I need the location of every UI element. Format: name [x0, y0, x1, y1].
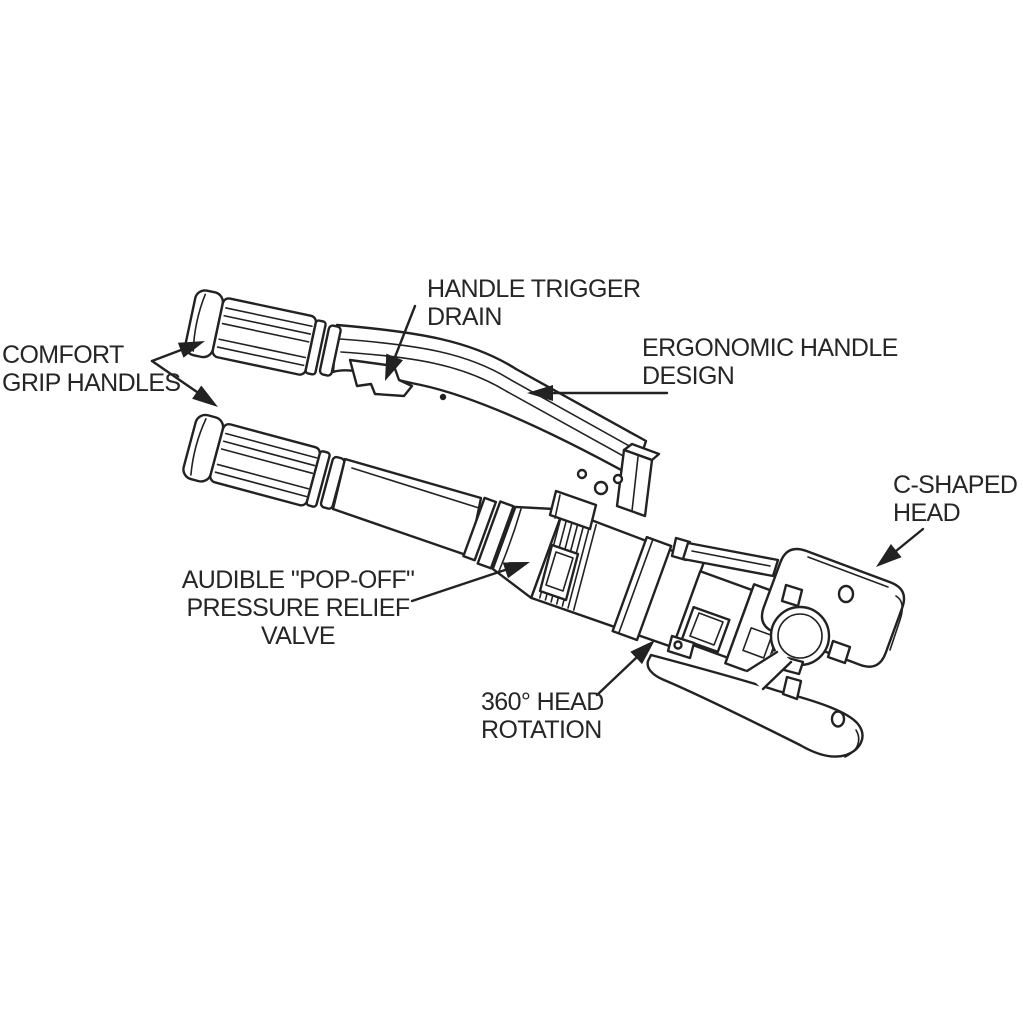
die-tab — [780, 583, 804, 608]
lower-comfort-grip — [182, 413, 346, 510]
arrow-pop-off-valve — [410, 562, 530, 603]
pivot-pin — [593, 480, 609, 496]
label-line: DRAIN — [427, 303, 502, 331]
callout-arrows — [150, 304, 925, 697]
label-line: ERGONOMIC HANDLE — [642, 334, 898, 362]
ergonomic-handle-bar — [331, 323, 648, 479]
label-line: PRESSURE RELIEF — [186, 594, 410, 622]
handle-trigger-drain-tab — [348, 358, 447, 401]
label-comfort-grip-handles: COMFORT GRIP HANDLES — [2, 341, 181, 397]
arrow-head-rotation — [595, 640, 655, 697]
jaw-gap — [745, 650, 792, 690]
die-tab — [826, 639, 852, 665]
label-line: HEAD — [893, 499, 961, 527]
pump-pivot-block — [548, 442, 661, 531]
head-link-strap — [670, 536, 780, 578]
die-tab — [781, 675, 803, 701]
label-line: HANDLE TRIGGER — [427, 275, 641, 303]
label-line: COMFORT — [2, 341, 124, 369]
label-c-shaped-head: C-SHAPED HEAD — [893, 471, 1018, 527]
label-line: GRIP HANDLES — [2, 369, 181, 397]
upper-comfort-grip — [184, 289, 342, 377]
lower-jaw — [646, 653, 864, 758]
pump-tube — [331, 457, 483, 558]
label-line: DESIGN — [642, 362, 735, 390]
label-line: ROTATION — [481, 716, 602, 744]
arrow-c-shaped-head — [876, 527, 925, 567]
hydraulic-cylinder-body — [331, 457, 793, 679]
pressure-relief-valve — [538, 543, 580, 602]
bolt-hole — [837, 584, 855, 604]
arrow-handle-trigger-drain — [385, 304, 417, 381]
label-line: 360° HEAD — [481, 688, 604, 716]
rivet-dot — [439, 393, 447, 401]
c-shaped-head — [646, 547, 906, 758]
pivot-pin — [612, 473, 624, 485]
label-audible-pop-off-valve: AUDIBLE "POP-OFF" PRESSURE RELIEF VALVE — [148, 566, 448, 650]
label-handle-trigger-drain: HANDLE TRIGGER DRAIN — [427, 275, 641, 331]
label-ergonomic-handle-design: ERGONOMIC HANDLE DESIGN — [642, 334, 898, 390]
arrow-comfort-grip-upper — [150, 341, 205, 363]
arrow-ergonomic-handle — [527, 385, 669, 401]
label-line: C-SHAPED — [893, 471, 1018, 499]
arrow-comfort-grip-lower — [150, 359, 218, 407]
head-release-button — [680, 605, 731, 654]
label-head-rotation: 360° HEAD ROTATION — [481, 688, 604, 744]
label-line: VALVE — [261, 622, 336, 650]
rotation-collar — [611, 535, 673, 642]
bolt-hole — [830, 710, 846, 728]
label-line: AUDIBLE "POP-OFF" — [181, 566, 415, 594]
pivot-pin — [576, 468, 588, 480]
